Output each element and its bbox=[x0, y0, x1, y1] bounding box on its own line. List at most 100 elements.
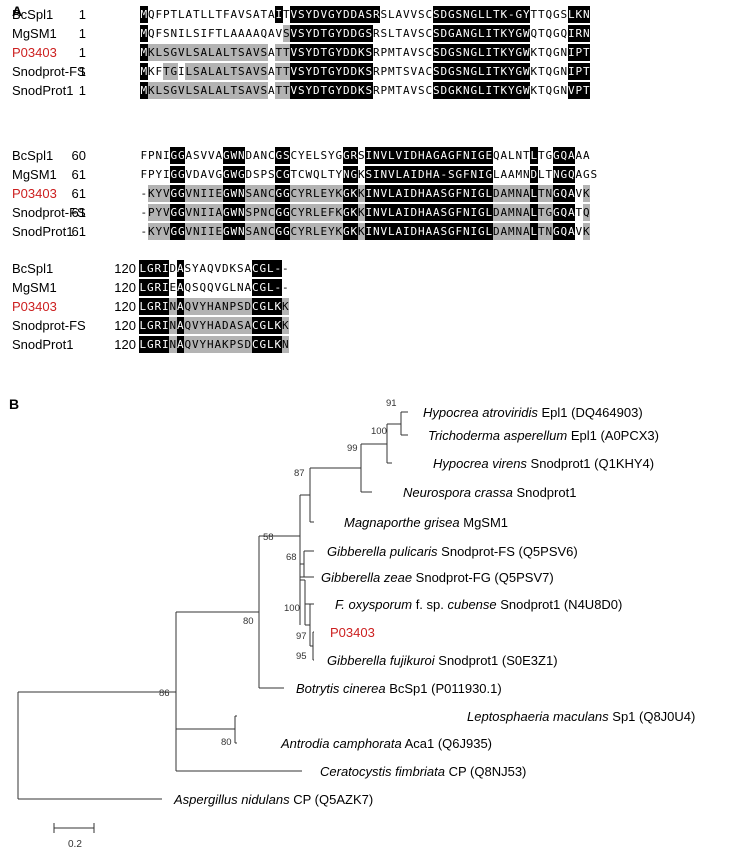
residue: A bbox=[215, 149, 223, 162]
residue: A bbox=[425, 185, 433, 202]
residue: G bbox=[447, 147, 455, 164]
residue: S bbox=[357, 149, 365, 162]
residue: L bbox=[485, 223, 493, 240]
residue: Q bbox=[582, 204, 590, 221]
residue: W bbox=[230, 223, 238, 240]
residue: G bbox=[342, 147, 350, 164]
residue: K bbox=[147, 82, 155, 99]
residue: W bbox=[230, 147, 238, 164]
taxon-species-name: Trichoderma asperellum bbox=[428, 428, 567, 443]
taxon-species-name: Leptosphaeria maculans bbox=[467, 709, 609, 724]
residue: S bbox=[365, 44, 373, 61]
sequence-start-position: 120 bbox=[114, 280, 136, 295]
residue: C bbox=[267, 223, 275, 240]
residue: Y bbox=[199, 298, 207, 315]
residue: A bbox=[214, 317, 222, 334]
residue: S bbox=[440, 185, 448, 202]
residue: S bbox=[245, 204, 253, 221]
bootstrap-value: 95 bbox=[296, 651, 307, 662]
residue: I bbox=[200, 27, 208, 40]
residue: T bbox=[537, 27, 545, 40]
residue: I bbox=[161, 260, 169, 277]
residue: D bbox=[245, 168, 253, 181]
residue: L bbox=[185, 44, 193, 61]
tree-taxon-label: Hypocrea virens Snodprot1 (Q1KHY4) bbox=[433, 456, 654, 471]
residue: D bbox=[342, 25, 350, 42]
residue: - bbox=[140, 187, 148, 200]
taxon-species-name: Gibberella zeae bbox=[321, 570, 412, 585]
residue: L bbox=[139, 279, 147, 296]
residue: H bbox=[417, 185, 425, 202]
residue: G bbox=[342, 185, 350, 202]
residue: N bbox=[169, 298, 177, 315]
residue: I bbox=[207, 223, 215, 240]
residue: G bbox=[177, 185, 185, 202]
residue: I bbox=[402, 185, 410, 202]
residue: D bbox=[312, 44, 320, 61]
residue: L bbox=[207, 63, 215, 80]
residue: T bbox=[282, 63, 290, 80]
residue: G bbox=[582, 168, 590, 181]
residue: S bbox=[282, 25, 290, 42]
sequence-start-position: 120 bbox=[114, 299, 136, 314]
taxon-protein-id: Snodprot1 (Q1KHY4) bbox=[527, 456, 654, 471]
residue: L bbox=[155, 82, 163, 99]
residue: D bbox=[221, 317, 229, 334]
residue: L bbox=[530, 204, 538, 221]
residue: G bbox=[259, 298, 267, 315]
tree-taxon-label: Neurospora crassa Snodprot1 bbox=[403, 485, 576, 500]
residue: A bbox=[244, 317, 252, 334]
residue: A bbox=[395, 8, 403, 21]
residue: P bbox=[380, 65, 388, 78]
residue: D bbox=[440, 6, 448, 23]
sequence-residues: FPNIGGASVVAGWNDANCGSCYELSYGGRSINVLVIDHAG… bbox=[140, 147, 590, 164]
residue: G bbox=[282, 204, 290, 221]
residue: A bbox=[215, 63, 223, 80]
residue: T bbox=[537, 65, 545, 78]
residue: N bbox=[237, 204, 245, 221]
residue: K bbox=[500, 25, 508, 42]
residue: V bbox=[320, 6, 328, 23]
residue: Q bbox=[545, 65, 553, 78]
residue: G bbox=[470, 25, 478, 42]
residue: G bbox=[146, 336, 154, 353]
taxon-protein-id: f. sp. bbox=[412, 597, 447, 612]
tree-taxon-label: Gibberella fujikuroi Snodprot1 (S0E3Z1) bbox=[327, 653, 558, 668]
residue: R bbox=[305, 223, 313, 240]
residue: I bbox=[200, 223, 208, 240]
sequence-residues: MKLSGVLSALALTSAVSATTVSYDTGYDDKSRPMTAVSCS… bbox=[140, 82, 590, 99]
residue: M bbox=[140, 6, 148, 23]
residue: S bbox=[417, 8, 425, 21]
residue: A bbox=[215, 82, 223, 99]
residue: S bbox=[590, 168, 598, 181]
residue: T bbox=[582, 82, 590, 99]
residue: T bbox=[275, 63, 283, 80]
residue: I bbox=[410, 166, 418, 183]
residue: S bbox=[432, 44, 440, 61]
residue: V bbox=[380, 185, 388, 202]
residue: A bbox=[500, 149, 508, 162]
residue: Q bbox=[184, 281, 192, 294]
residue: Y bbox=[305, 6, 313, 23]
bootstrap-value: 68 bbox=[286, 552, 297, 563]
residue: Y bbox=[191, 262, 199, 275]
residue: V bbox=[410, 46, 418, 59]
residue: N bbox=[372, 223, 380, 240]
residue: V bbox=[380, 147, 388, 164]
residue: G bbox=[146, 279, 154, 296]
taxon-species-name: Hypocrea atroviridis bbox=[423, 405, 538, 420]
residue: I bbox=[161, 317, 169, 334]
residue: G bbox=[275, 204, 283, 221]
residue: L bbox=[387, 147, 395, 164]
residue: S bbox=[237, 44, 245, 61]
residue: C bbox=[425, 8, 433, 21]
residue: N bbox=[192, 223, 200, 240]
residue: H bbox=[417, 204, 425, 221]
residue: T bbox=[230, 63, 238, 80]
residue: A bbox=[395, 185, 403, 202]
residue: T bbox=[537, 223, 545, 240]
residue: Y bbox=[297, 149, 305, 162]
residue: Y bbox=[155, 204, 163, 221]
residue: K bbox=[350, 204, 358, 221]
residue: F bbox=[140, 168, 148, 181]
